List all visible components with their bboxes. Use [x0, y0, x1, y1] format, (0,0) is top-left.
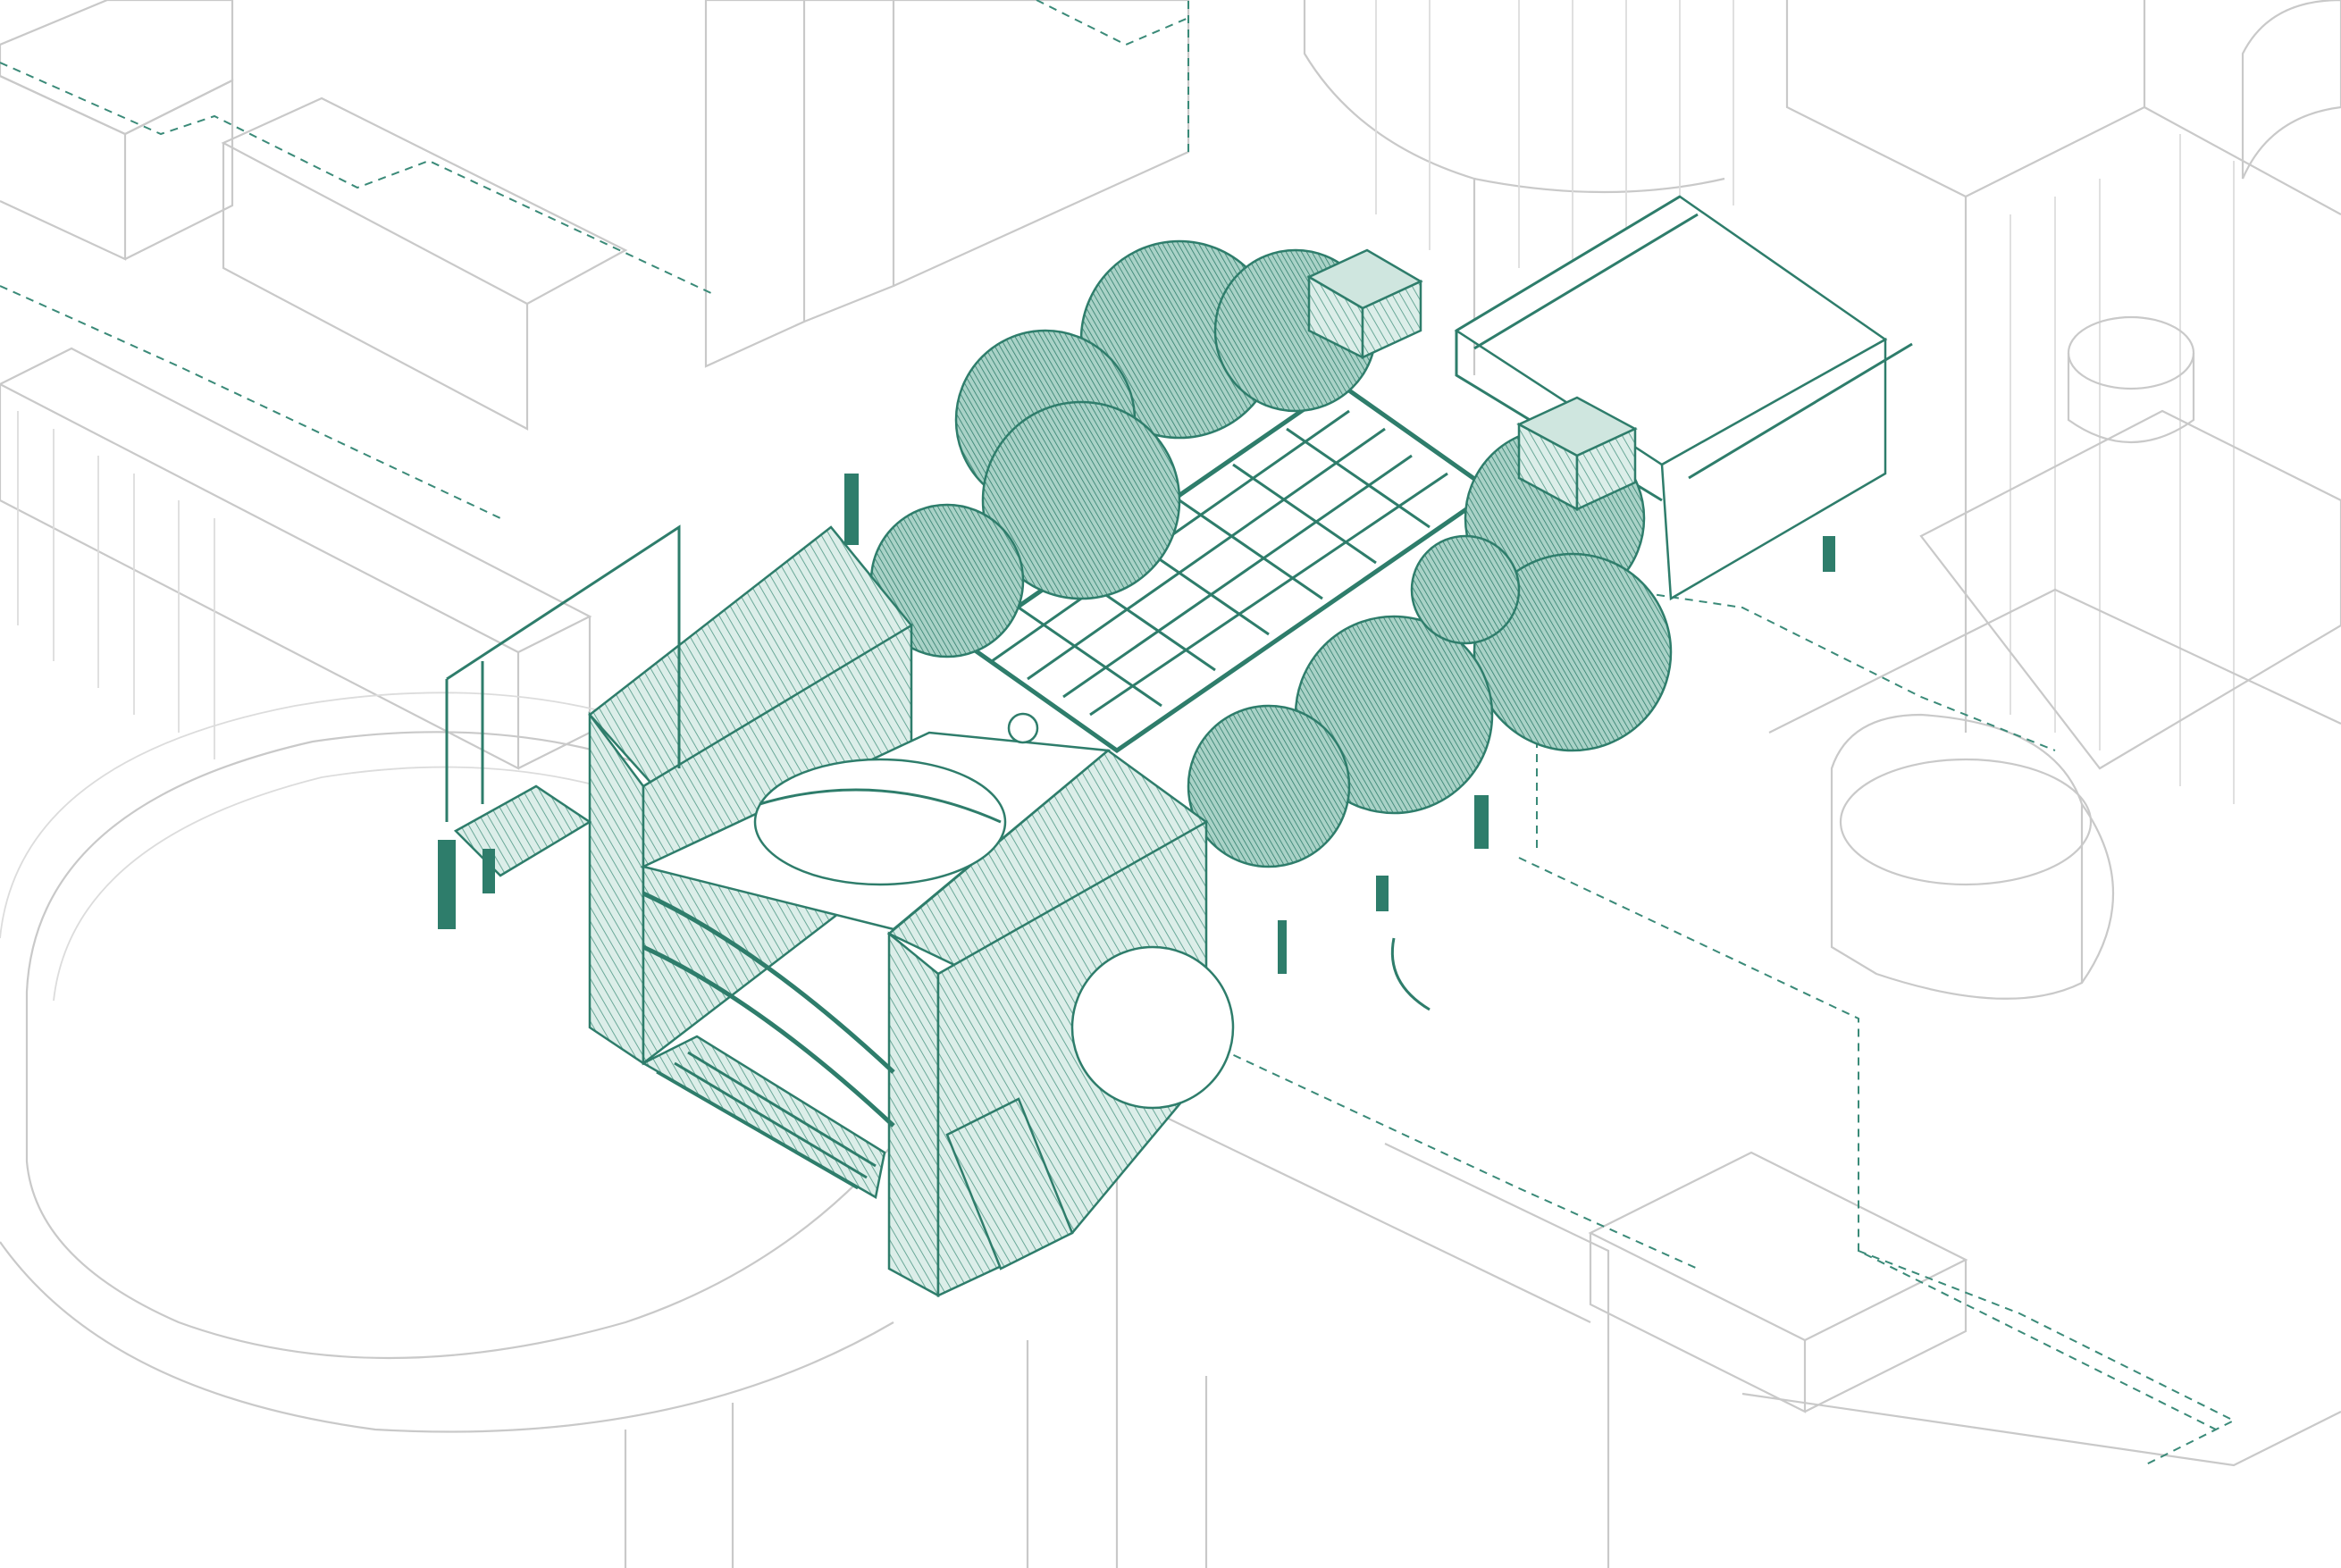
site-details — [1007, 712, 1431, 1011]
kiosk-south — [1516, 396, 1638, 512]
canopy-cluster-north — [869, 239, 1378, 658]
stairs-west — [453, 784, 592, 877]
station-structure — [438, 195, 1913, 1298]
stairs-east — [945, 1097, 1074, 1270]
kiosk-north — [1306, 248, 1423, 360]
stairs-south — [641, 1035, 886, 1199]
